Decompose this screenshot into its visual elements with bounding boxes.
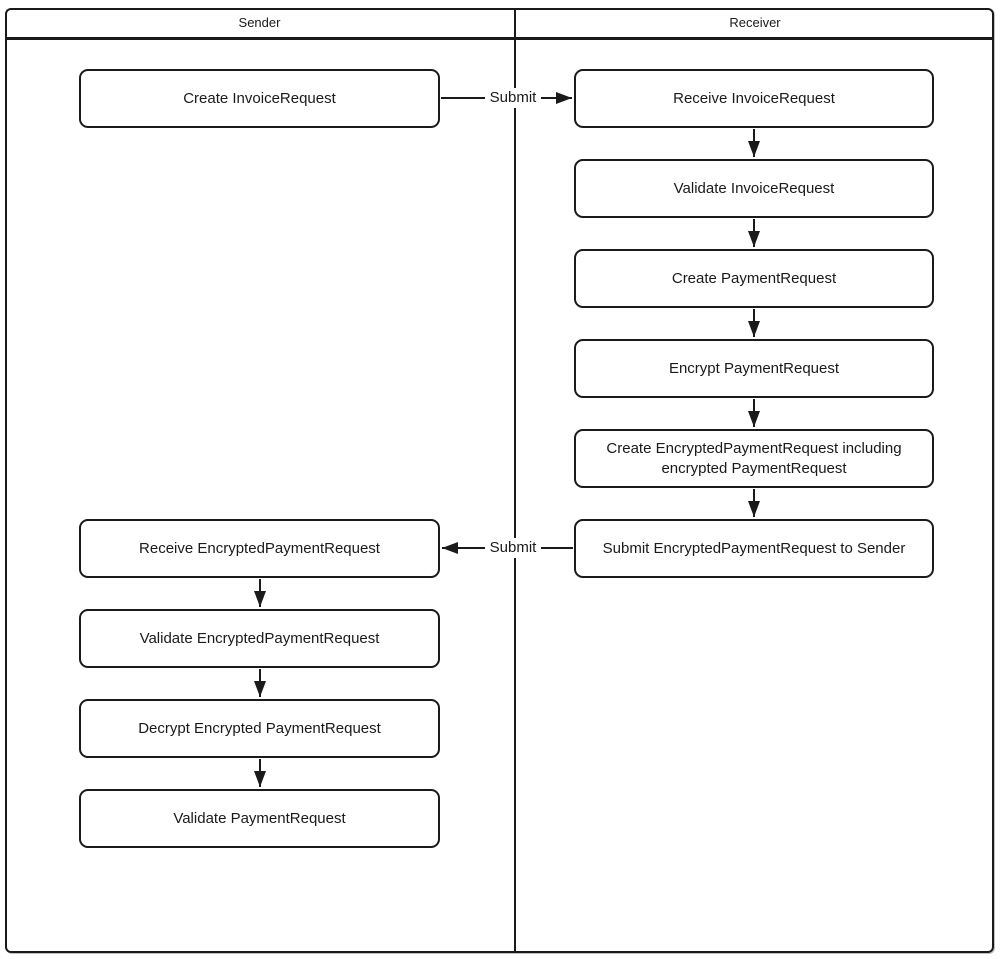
node-decrypt-encrypted-payment-request: Decrypt Encrypted PaymentRequest (79, 699, 440, 758)
node-encrypt-payment-request: Encrypt PaymentRequest (574, 339, 934, 398)
node-receive-invoice-request: Receive InvoiceRequest (574, 69, 934, 128)
node-validate-invoice-request: Validate InvoiceRequest (574, 159, 934, 218)
lane-title-receiver: Receiver (729, 15, 781, 30)
edge-label-submit-payment: Submit (485, 538, 541, 558)
edge-label-submit-invoice: Submit (485, 88, 541, 108)
node-create-invoice-request: Create InvoiceRequest (79, 69, 440, 128)
node-create-payment-request: Create PaymentRequest (574, 249, 934, 308)
diagram-frame (5, 8, 994, 953)
lane-title-sender: Sender (238, 15, 281, 30)
lane-divider (514, 8, 516, 953)
node-validate-payment-request: Validate PaymentRequest (79, 789, 440, 848)
node-validate-encrypted-payment-request: Validate EncryptedPaymentRequest (79, 609, 440, 668)
node-receive-encrypted-payment-request: Receive EncryptedPaymentRequest (79, 519, 440, 578)
lane-header-divider (5, 37, 994, 40)
node-submit-encrypted-payment-request: Submit EncryptedPaymentRequest to Sender (574, 519, 934, 578)
node-create-encrypted-payment-request: Create EncryptedPaymentRequest including… (574, 429, 934, 488)
